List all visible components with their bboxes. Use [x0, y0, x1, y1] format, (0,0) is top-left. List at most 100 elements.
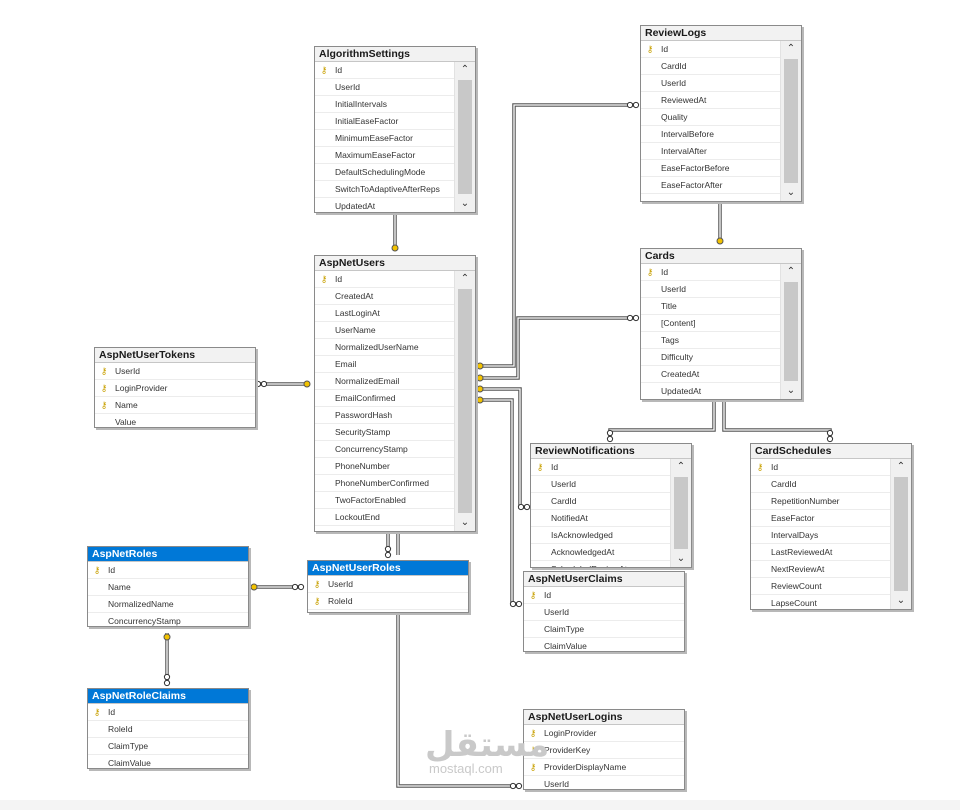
vertical-scrollbar[interactable]: ⌃⌄: [454, 271, 475, 531]
column-row[interactable]: ⚷LoginProvider: [524, 725, 684, 742]
column-row[interactable]: ConcurrencyStamp: [315, 441, 455, 458]
column-row[interactable]: IntervalDays: [751, 527, 891, 544]
table-title[interactable]: AspNetUserRoles: [308, 561, 468, 576]
column-row[interactable]: RoleId: [88, 721, 248, 738]
column-row[interactable]: SwitchToAdaptiveAfterReps: [315, 181, 455, 198]
scroll-thumb[interactable]: [894, 477, 908, 591]
column-row[interactable]: [Content]: [641, 315, 781, 332]
vertical-scrollbar[interactable]: ⌃⌄: [454, 62, 475, 212]
chevron-down-icon[interactable]: ⌄: [460, 198, 470, 209]
vertical-scrollbar[interactable]: ⌃⌄: [780, 264, 801, 399]
fk-review-notifications-users[interactable]: [480, 387, 526, 509]
column-row[interactable]: ConcurrencyStamp: [88, 613, 248, 626]
scroll-thumb[interactable]: [674, 477, 688, 549]
column-row[interactable]: NormalizedUserName: [315, 339, 455, 356]
scroll-thumb[interactable]: [784, 282, 798, 381]
column-row[interactable]: UserId: [524, 604, 684, 621]
column-row[interactable]: ⚷Id: [751, 459, 891, 476]
table-asp-net-user-roles[interactable]: AspNetUserRoles ⚷UserId⚷RoleId: [307, 560, 469, 613]
column-row[interactable]: LockoutEnabled: [315, 526, 455, 531]
column-row[interactable]: ⚷UserId: [308, 576, 468, 593]
chevron-down-icon[interactable]: ⌄: [460, 517, 470, 528]
column-row[interactable]: ⚷Id: [315, 62, 455, 79]
chevron-up-icon[interactable]: ⌃: [896, 461, 906, 472]
chevron-up-icon[interactable]: ⌃: [676, 461, 686, 472]
column-row[interactable]: CardId: [751, 476, 891, 493]
scroll-thumb[interactable]: [458, 289, 472, 513]
column-row[interactable]: ⚷Id: [315, 271, 455, 288]
chevron-up-icon[interactable]: ⌃: [786, 43, 796, 54]
column-row[interactable]: CardId: [531, 493, 671, 510]
fk-review-logs-users[interactable]: [480, 103, 634, 368]
column-row[interactable]: Name: [88, 579, 248, 596]
column-row[interactable]: RepetitionNumber: [751, 493, 891, 510]
column-row[interactable]: ClaimValue: [88, 755, 248, 768]
column-row[interactable]: ClaimValue: [524, 638, 684, 651]
column-row[interactable]: TwoFactorEnabled: [315, 492, 455, 509]
column-row[interactable]: ⚷Id: [641, 41, 781, 58]
column-row[interactable]: DefaultSchedulingMode: [315, 164, 455, 181]
column-row[interactable]: InitialIntervals: [315, 96, 455, 113]
table-title[interactable]: AspNetRoles: [88, 547, 248, 562]
column-row[interactable]: InitialEaseFactor: [315, 113, 455, 130]
column-row[interactable]: PhoneNumberConfirmed: [315, 475, 455, 492]
column-row[interactable]: Quality: [641, 109, 781, 126]
vertical-scrollbar[interactable]: ⌃⌄: [780, 41, 801, 201]
column-row[interactable]: ⚷Id: [531, 459, 671, 476]
column-row[interactable]: ⚷Id: [524, 587, 684, 604]
column-row[interactable]: PasswordHash: [315, 407, 455, 424]
column-row[interactable]: NormalizedEmail: [315, 373, 455, 390]
vertical-scrollbar[interactable]: ⌃⌄: [890, 459, 911, 609]
column-row[interactable]: Value: [95, 414, 255, 427]
column-row[interactable]: Tags: [641, 332, 781, 349]
column-row[interactable]: UserId: [531, 476, 671, 493]
column-row[interactable]: ReviewCount: [751, 578, 891, 595]
table-title[interactable]: AspNetUserTokens: [95, 348, 255, 363]
column-row[interactable]: LastLoginAt: [315, 305, 455, 322]
column-row[interactable]: UserId: [641, 75, 781, 92]
scroll-thumb[interactable]: [458, 80, 472, 194]
column-row[interactable]: ClaimType: [88, 738, 248, 755]
chevron-up-icon[interactable]: ⌃: [460, 64, 470, 75]
chevron-down-icon[interactable]: ⌄: [786, 187, 796, 198]
column-row[interactable]: ⚷ProviderKey: [524, 742, 684, 759]
column-row[interactable]: SecurityStamp: [315, 424, 455, 441]
column-row[interactable]: Email: [315, 356, 455, 373]
column-row[interactable]: ⚷Name: [95, 397, 255, 414]
table-title[interactable]: AlgorithmSettings: [315, 47, 475, 62]
column-row[interactable]: CardId: [641, 58, 781, 75]
column-row[interactable]: ScheduledReviewAt: [531, 561, 671, 567]
column-row[interactable]: IntervalBefore: [641, 126, 781, 143]
column-row[interactable]: ⚷UserId: [95, 363, 255, 380]
column-row[interactable]: EmailConfirmed: [315, 390, 455, 407]
table-title[interactable]: ReviewLogs: [641, 26, 801, 41]
table-title[interactable]: CardSchedules: [751, 444, 911, 459]
chevron-down-icon[interactable]: ⌄: [676, 553, 686, 564]
column-row[interactable]: EaseFactorAfter: [641, 177, 781, 194]
table-title[interactable]: AspNetRoleClaims: [88, 689, 248, 704]
column-row[interactable]: ⚷RoleId: [308, 593, 468, 610]
column-row[interactable]: EaseFactor: [751, 510, 891, 527]
column-row[interactable]: ⚷Id: [88, 704, 248, 721]
column-row[interactable]: Difficulty: [641, 349, 781, 366]
chevron-down-icon[interactable]: ⌄: [786, 385, 796, 396]
column-row[interactable]: AcknowledgedAt: [531, 544, 671, 561]
column-row[interactable]: NotifiedAt: [531, 510, 671, 527]
fk-cards-users[interactable]: [480, 316, 634, 380]
column-row[interactable]: CreatedAt: [315, 288, 455, 305]
chevron-up-icon[interactable]: ⌃: [460, 273, 470, 284]
column-row[interactable]: LapseCount: [751, 595, 891, 609]
column-row[interactable]: IsAcknowledged: [531, 527, 671, 544]
table-title[interactable]: ReviewNotifications: [531, 444, 691, 459]
column-row[interactable]: UpdatedAt: [315, 198, 455, 212]
column-row[interactable]: EaseFactorBefore: [641, 160, 781, 177]
table-asp-net-user-logins[interactable]: AspNetUserLogins ⚷LoginProvider⚷Provider…: [523, 709, 685, 790]
